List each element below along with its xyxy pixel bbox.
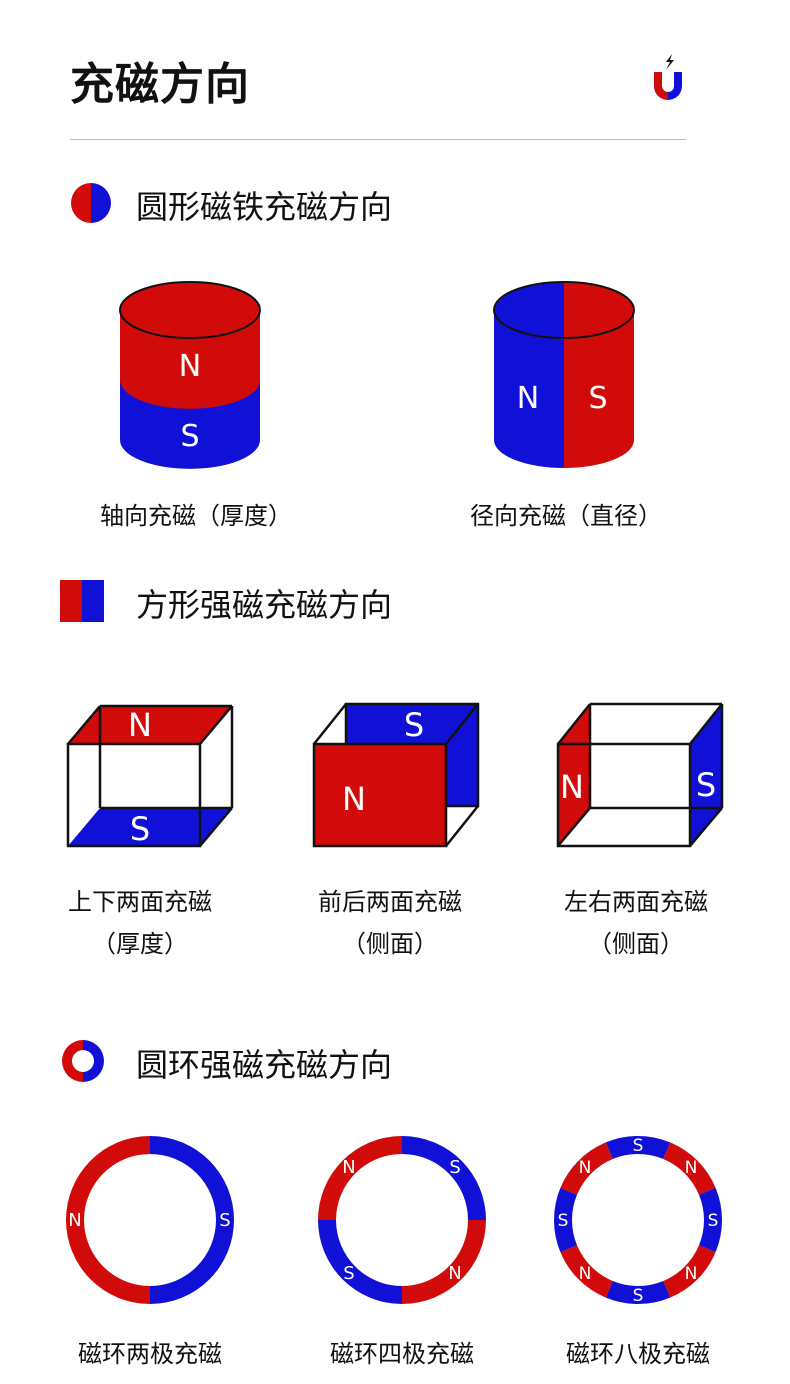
- ring-n-label: N: [685, 1158, 698, 1178]
- caption-box1-line2: （厚度）: [92, 930, 188, 958]
- axial-cylinder-diagram: N S: [119, 281, 261, 469]
- section-title-round: 圆形磁铁充磁方向: [136, 188, 393, 226]
- axial-s-label: S: [180, 419, 199, 454]
- ring-segment: [554, 1187, 578, 1253]
- ring-s-label: S: [558, 1211, 569, 1231]
- ring-segment: [402, 1136, 486, 1220]
- box2-n-label: N: [342, 780, 366, 818]
- axial-n-label: N: [179, 349, 201, 384]
- caption-box3-line2: （侧面）: [588, 930, 684, 958]
- ring-s-label: S: [633, 1286, 644, 1306]
- caption-box3-line1: 左右两面充磁: [564, 888, 708, 916]
- header-divider: [70, 139, 686, 140]
- ring-segment: [66, 1136, 150, 1304]
- box1-s-label: S: [130, 810, 150, 848]
- ring-n-label: N: [448, 1263, 461, 1284]
- box-left-right-diagram: N S: [556, 702, 724, 848]
- ring-four-pole-diagram: S N S N: [318, 1136, 486, 1304]
- box3-n-label: N: [560, 768, 584, 806]
- box2-s-label: S: [404, 706, 424, 744]
- radial-s-label: S: [588, 381, 607, 416]
- ring-n-label: N: [68, 1210, 81, 1231]
- ring-segment: [318, 1220, 402, 1304]
- ring-n-label: N: [342, 1157, 355, 1178]
- ring-icon: [62, 1040, 104, 1082]
- caption-box1-line1: 上下两面充磁: [68, 888, 212, 916]
- ring-n-label: N: [579, 1158, 592, 1178]
- ring-s-label: S: [708, 1211, 719, 1231]
- ring-two-pole-diagram: SN: [66, 1136, 234, 1304]
- ring-s-label: S: [449, 1157, 460, 1178]
- ring-eight-pole-diagram: S N S N S N S N: [554, 1136, 722, 1306]
- ring-s-label: S: [219, 1210, 230, 1231]
- ring-s-label: S: [343, 1263, 354, 1284]
- box1-n-label: N: [128, 706, 152, 744]
- radial-n-label: N: [517, 381, 539, 416]
- ring-segment: [560, 1142, 613, 1195]
- ring-segment: [605, 1280, 671, 1304]
- ring-segment: [402, 1220, 486, 1304]
- caption-axial: 轴向充磁（厚度）: [100, 502, 292, 530]
- radial-cylinder-diagram: N S: [493, 281, 635, 468]
- caption-radial: 径向充磁（直径）: [470, 502, 662, 530]
- caption-ring8: 磁环八极充磁: [566, 1340, 710, 1368]
- ring-segment: [663, 1142, 716, 1195]
- box3-s-label: S: [696, 766, 716, 804]
- caption-box2-line2: （侧面）: [342, 930, 438, 958]
- box-front-back-diagram: S N: [312, 702, 480, 848]
- caption-ring2: 磁环两极充磁: [78, 1340, 222, 1368]
- ring-segment: [150, 1136, 234, 1304]
- section-title-ring: 圆环强磁充磁方向: [136, 1046, 393, 1084]
- ring-s-label: S: [633, 1136, 644, 1156]
- half-circle-icon: [71, 183, 111, 223]
- magnet-icon: [654, 54, 682, 100]
- ring-segment: [663, 1245, 716, 1298]
- ring-n-label: N: [685, 1264, 698, 1284]
- caption-ring4: 磁环四极充磁: [330, 1340, 474, 1368]
- caption-box2-line1: 前后两面充磁: [318, 888, 462, 916]
- ring-segment: [605, 1136, 671, 1160]
- ring-n-label: N: [579, 1264, 592, 1284]
- page-title: 充磁方向: [70, 59, 250, 110]
- ring-segment: [560, 1245, 613, 1298]
- section-title-square: 方形强磁充磁方向: [136, 586, 393, 624]
- half-square-icon: [60, 580, 104, 622]
- ring-segment: [318, 1136, 402, 1220]
- box-top-bottom-diagram: N S: [66, 704, 234, 848]
- ring-segment: [698, 1187, 722, 1253]
